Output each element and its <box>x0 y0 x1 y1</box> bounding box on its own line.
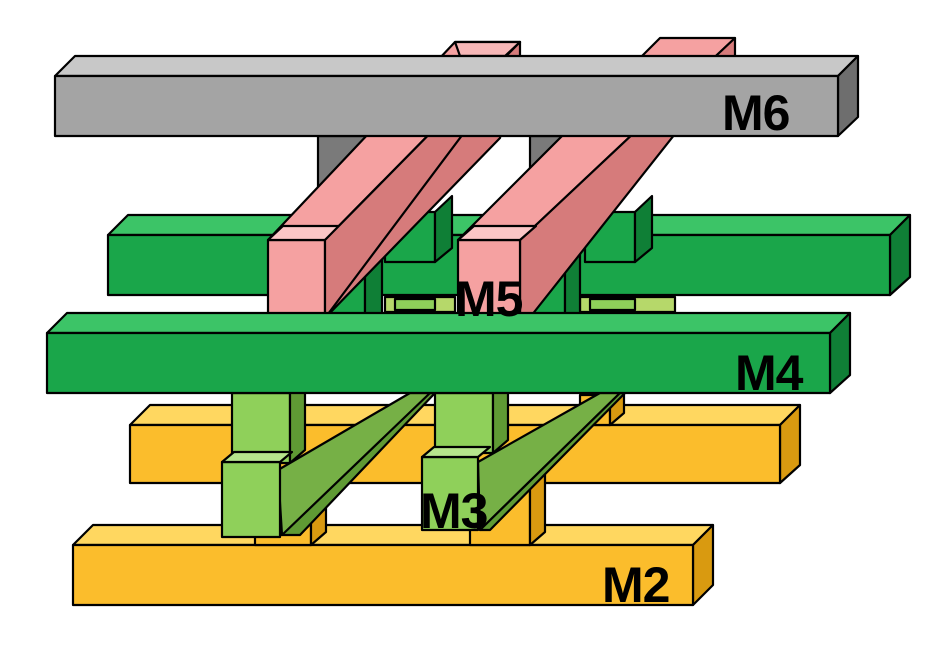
m3-label: M3 <box>420 483 487 539</box>
m6-label: M6 <box>722 85 789 141</box>
m5-label: M5 <box>455 271 523 327</box>
m3-bar <box>420 391 627 532</box>
m6-layer <box>53 54 860 138</box>
m4-rail-front <box>45 311 852 395</box>
m2-label: M2 <box>602 557 669 613</box>
v3-via <box>578 295 677 314</box>
m4-rail-front-group <box>45 311 852 395</box>
layer-labels: M6 M5 M4 M3 M2 <box>420 85 805 613</box>
m3-bar <box>220 391 437 539</box>
m6-rail <box>53 54 860 138</box>
m3-layer <box>220 378 627 539</box>
m3-pillar <box>433 378 510 455</box>
v3-via <box>383 295 457 314</box>
m4-label: M4 <box>735 345 804 401</box>
